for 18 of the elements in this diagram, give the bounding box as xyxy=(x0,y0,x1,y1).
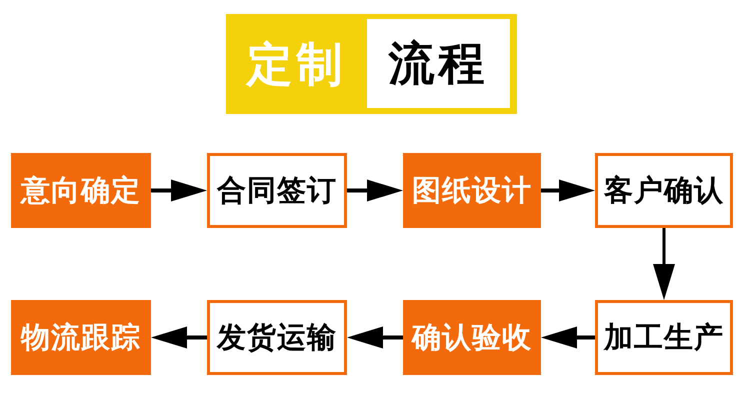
arrow xyxy=(541,326,595,348)
arrow xyxy=(653,228,675,300)
process-box: 图纸设计 xyxy=(403,153,541,228)
process-box: 意向确定 xyxy=(11,153,151,228)
process-box: 物流跟踪 xyxy=(11,300,151,375)
arrow xyxy=(541,180,595,202)
process-box: 合同签订 xyxy=(207,153,347,228)
arrow xyxy=(151,180,207,202)
process-box: 确认验收 xyxy=(403,300,541,375)
arrow xyxy=(347,180,403,202)
arrow xyxy=(151,326,207,348)
process-box: 客户确认 xyxy=(595,153,733,228)
title-band xyxy=(226,14,517,114)
arrow xyxy=(347,326,403,348)
process-box: 加工生产 xyxy=(595,300,733,375)
title-panel: 流程 xyxy=(367,19,510,108)
process-box: 发货运输 xyxy=(207,300,347,375)
title-text: 定制 xyxy=(244,36,348,93)
